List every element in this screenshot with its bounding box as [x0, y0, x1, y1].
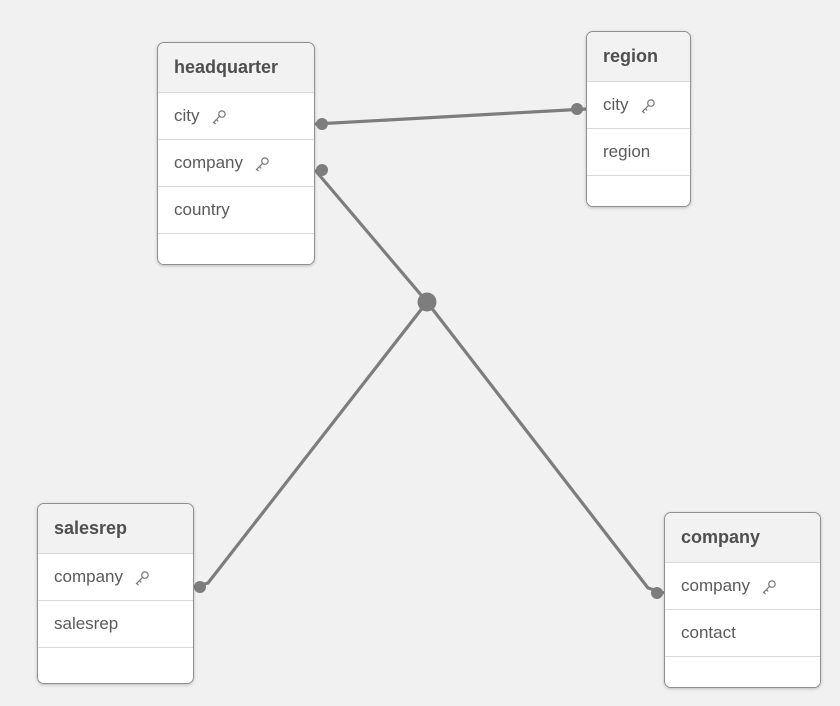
field-label: company [174, 153, 243, 172]
table-headquarter[interactable]: headquarter city company country [157, 42, 315, 265]
link-headquarter-city--region-city[interactable] [314, 107, 587, 126]
field-label: city [603, 95, 629, 114]
link-junction--salesrep-company[interactable] [193, 301, 429, 589]
field-headquarter-company[interactable]: company [158, 140, 314, 187]
table-title: company [681, 527, 761, 547]
empty-row [665, 657, 820, 687]
connector-dot-region-city [571, 103, 583, 115]
field-salesrep-company[interactable]: company [38, 554, 193, 601]
table-title: salesrep [54, 518, 128, 538]
field-headquarter-country[interactable]: country [158, 187, 314, 234]
link-junction--company-company[interactable] [425, 301, 665, 595]
table-title: region [603, 46, 659, 66]
connector-dot-headquarter-company [316, 164, 328, 176]
field-headquarter-city[interactable]: city [158, 93, 314, 140]
key-icon [252, 155, 271, 174]
field-label: region [603, 142, 651, 161]
field-salesrep-salesrep[interactable]: salesrep [38, 601, 193, 648]
table-company[interactable]: company company contact [664, 512, 821, 688]
table-header-salesrep[interactable]: salesrep [38, 504, 193, 554]
field-region-city[interactable]: city [587, 82, 690, 129]
table-salesrep[interactable]: salesrep company salesrep [37, 503, 194, 684]
key-icon [132, 569, 151, 588]
connector-dot-headquarter-city [316, 118, 328, 130]
field-label: salesrep [54, 614, 119, 633]
table-region[interactable]: region city region [586, 31, 691, 207]
key-icon [759, 578, 778, 597]
field-company-contact[interactable]: contact [665, 610, 820, 657]
key-icon [209, 108, 228, 127]
field-label: country [174, 200, 230, 219]
field-label: company [681, 576, 750, 595]
field-region-region[interactable]: region [587, 129, 690, 176]
junction-dot [417, 292, 437, 312]
field-label: contact [681, 623, 736, 642]
table-header-company[interactable]: company [665, 513, 820, 563]
table-title: headquarter [174, 57, 279, 77]
connector-dot-company-company [651, 587, 663, 599]
table-header-region[interactable]: region [587, 32, 690, 82]
empty-row [587, 176, 690, 206]
field-label: company [54, 567, 123, 586]
table-header-headquarter[interactable]: headquarter [158, 43, 314, 93]
connector-dot-salesrep-company [194, 581, 206, 593]
empty-row [38, 648, 193, 683]
field-company-company[interactable]: company [665, 563, 820, 610]
link-headquarter-company--junction[interactable] [313, 168, 429, 304]
key-icon [638, 97, 657, 116]
field-label: city [174, 106, 200, 125]
empty-row [158, 234, 314, 264]
